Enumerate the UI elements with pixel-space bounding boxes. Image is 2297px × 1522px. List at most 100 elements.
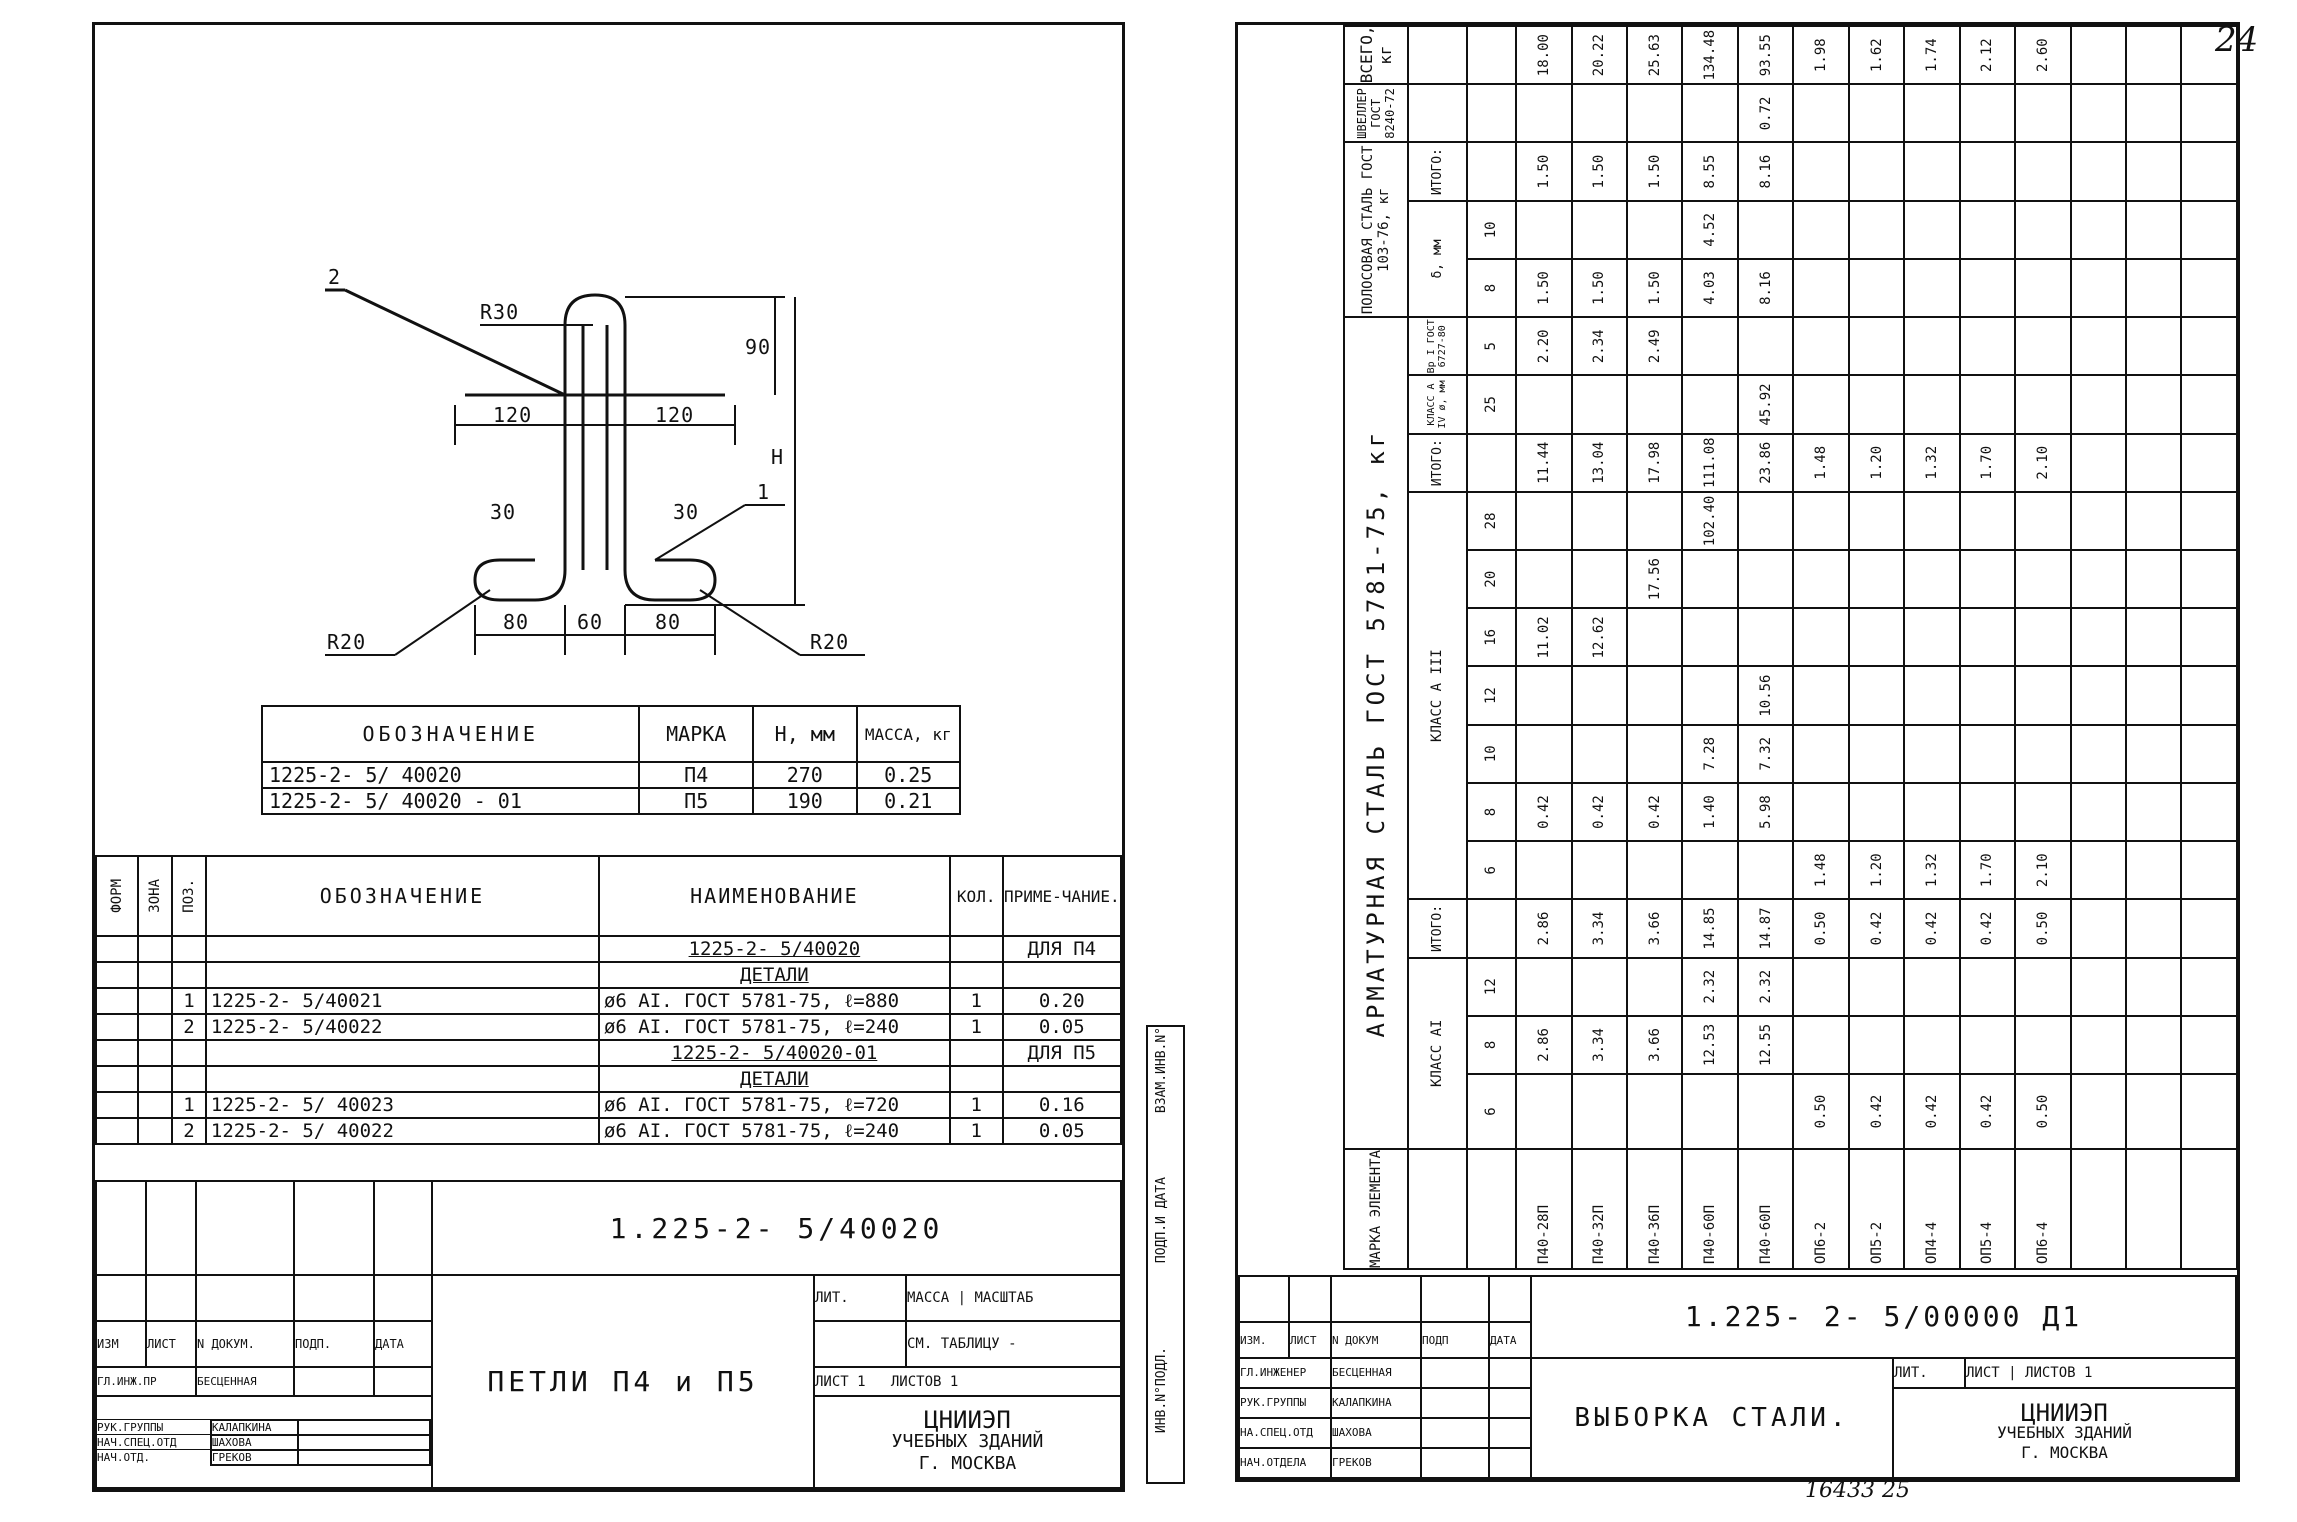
marks-table: ОБОЗНАЧЕНИЕ МАРКА H, мм МАССА, кг 1225-2… — [260, 705, 961, 815]
spec-header-form: ФОРМ — [109, 879, 126, 913]
spec-cell — [948, 961, 1004, 989]
steel-cell — [2070, 957, 2126, 1016]
spec-cell: 2 — [171, 1117, 207, 1145]
steel-cell — [2125, 899, 2182, 958]
steel-cell — [1627, 375, 1683, 434]
side-label-podp: ПОДП.И ДАТА — [1154, 1177, 1169, 1264]
left-stamp-lit: ЛИТ. — [813, 1274, 907, 1323]
steel-cell: 2.10 — [2015, 841, 2071, 900]
spec-cell: ø6 АI. ГОСТ 5781-75, ℓ=880 — [597, 987, 951, 1015]
steel-blank — [1408, 26, 1467, 85]
spec-cell — [204, 935, 600, 963]
steel-header-klass-ai: КЛАСС АI — [1408, 957, 1467, 1149]
steel-cell — [1848, 200, 1905, 259]
steel-cell — [2070, 782, 2126, 842]
steel-cell — [2125, 142, 2182, 201]
steel-cell — [1848, 1015, 1905, 1074]
steel-cell: 1.62 — [1848, 26, 1905, 85]
steel-cell: 0.50 — [2015, 1074, 2071, 1149]
steel-cell-marka: ОП5-4 — [1959, 1149, 2016, 1269]
steel-cell: 0.42 — [1904, 899, 1960, 958]
steel-cell — [2125, 782, 2182, 842]
steel-cell: 2.12 — [1959, 26, 2016, 85]
steel-cell: 0.42 — [1627, 782, 1683, 842]
marks-cell: 1225-2- 5/ 40020 - 01 — [260, 787, 641, 815]
spec-cell: 2 — [171, 1013, 207, 1041]
spec-cell — [137, 961, 174, 989]
dim120b-label: 120 — [655, 403, 695, 427]
steel-cell: 1.98 — [1793, 26, 1849, 85]
steel-cell — [1793, 550, 1849, 609]
steel-cell: 0.42 — [1848, 899, 1905, 958]
steel-cell — [1737, 317, 1794, 376]
spec-cell — [1001, 961, 1123, 989]
marks-cell: П4 — [638, 761, 755, 789]
dim80b-label: 80 — [655, 610, 682, 634]
steel-cell: 14.85 — [1682, 899, 1738, 958]
left-stamp-lit-label: ЛИТ. — [815, 1290, 849, 1307]
steel-cell: 1.20 — [1848, 433, 1905, 492]
left-stamp-col-list: ЛИСТ — [145, 1320, 197, 1368]
steel-cell — [1737, 491, 1794, 551]
marks-cell: 1225-2- 5/ 40020 — [260, 761, 641, 789]
spec-cell — [171, 935, 207, 963]
spec-cell — [137, 935, 174, 963]
right-stamp-col-sign: ПОДП — [1420, 1321, 1490, 1359]
steel-cell: 12.55 — [1737, 1015, 1794, 1074]
steel-cell: 1.74 — [1904, 26, 1960, 85]
left-stamp-person: ШАХОВА — [209, 1433, 300, 1451]
steel-cell — [2181, 491, 2237, 551]
steel-header-diam: 28 — [1466, 491, 1517, 551]
steel-cell: 2.20 — [1516, 317, 1572, 376]
steel-cell — [1793, 142, 1849, 201]
right-stamp-col-date: ДАТА — [1488, 1321, 1532, 1359]
left-stamp-person: КАЛАПКИНА — [209, 1418, 300, 1436]
steel-cell — [2070, 84, 2126, 143]
steel-cell — [1848, 84, 1905, 143]
steel-cell — [1737, 608, 1794, 667]
steel-cell — [1516, 550, 1572, 609]
steel-cell — [2125, 433, 2182, 492]
steel-header-vr: Вр I ГОСТ 6727-80 — [1408, 317, 1467, 376]
steel-blank — [1466, 142, 1517, 201]
steel-cell — [1793, 1015, 1849, 1074]
steel-cell-marka: П40-32П — [1571, 1149, 1628, 1269]
steel-empty-row — [2181, 26, 2237, 1269]
steel-cell — [1959, 666, 2016, 725]
spec-cell — [948, 1065, 1004, 1093]
steel-cell: 1.70 — [1959, 841, 2016, 900]
steel-cell — [2125, 841, 2182, 900]
steel-cell — [2125, 550, 2182, 609]
steel-cell — [2125, 375, 2182, 434]
spec-cell: 0.16 — [1001, 1091, 1123, 1119]
steel-cell — [1516, 200, 1572, 259]
loop-drawing — [325, 288, 865, 656]
steel-cell — [1571, 841, 1628, 900]
steel-cell — [1793, 84, 1849, 143]
steel-cell — [2070, 841, 2126, 900]
page-number: 24 — [2215, 20, 2259, 60]
steel-cell — [2181, 200, 2237, 259]
steel-cell — [1682, 550, 1738, 609]
steel-cell — [1848, 608, 1905, 667]
dim120a-label: 120 — [493, 403, 533, 427]
steel-cell: 93.55 — [1737, 26, 1794, 85]
steel-cell — [1627, 666, 1683, 725]
steel-header-itogo: ИТОГО: — [1408, 899, 1467, 958]
spec-cell: 1 — [171, 1091, 207, 1119]
spec-header-qty: КОЛ. — [948, 855, 1004, 937]
spec-cell — [94, 1117, 140, 1145]
spec-cell — [137, 987, 174, 1015]
steel-cell — [1516, 1074, 1572, 1149]
steel-cell — [1904, 491, 1960, 551]
steel-cell — [1793, 317, 1849, 376]
steel-cell: 8.16 — [1737, 258, 1794, 318]
